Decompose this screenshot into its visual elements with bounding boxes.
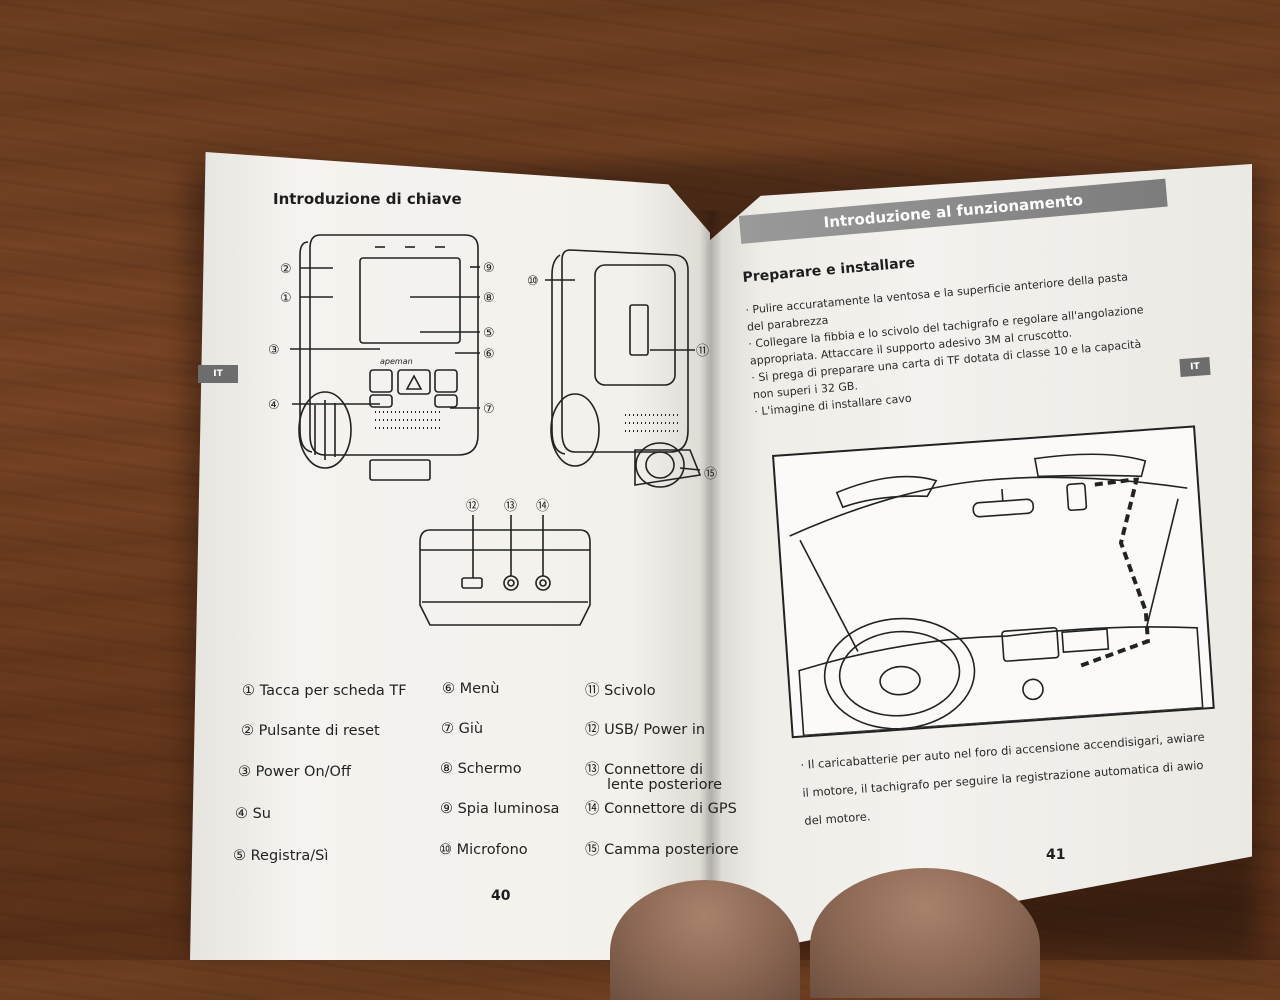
power-button-shape bbox=[369, 369, 393, 393]
rear-mirror bbox=[972, 498, 1035, 518]
dashcam-diagram: ② ① ③ ④ ⑨ ⑧ ⑤ ⑥ ⑦ ⑩ ⑪ ⑮ ⑫ ⑬ ⑭ apeman bbox=[268, 234, 717, 626]
legend-item: ② Pulsante di reset bbox=[241, 723, 380, 739]
callout-1: ① bbox=[280, 291, 292, 306]
windshield-top bbox=[789, 476, 1188, 537]
brand-label: apeman bbox=[380, 357, 413, 366]
legend-item: ⑤ Registra/Sì bbox=[233, 848, 329, 864]
cable-route bbox=[1078, 477, 1151, 668]
bottom-view-body bbox=[419, 529, 591, 626]
callout-5: ⑤ bbox=[483, 326, 495, 341]
callout-15: ⑮ bbox=[704, 467, 717, 482]
legend-item: ⑦ Giù bbox=[441, 721, 484, 737]
callout-10: ⑩ bbox=[527, 274, 539, 289]
legend-item: ⑫ USB/ Power in bbox=[585, 722, 706, 738]
sun-visor-right bbox=[1033, 453, 1147, 478]
callout-14: ⑭ bbox=[536, 499, 549, 514]
adhesive-mount bbox=[594, 264, 676, 386]
radio bbox=[1001, 626, 1060, 662]
callout-13: ⑬ bbox=[504, 499, 517, 514]
callout-6: ⑥ bbox=[483, 347, 495, 362]
left-page-heading: Introduzione di chiave bbox=[273, 190, 462, 208]
callout-7: ⑦ bbox=[483, 402, 495, 417]
left-page-number: 40 bbox=[491, 888, 511, 904]
left-language-tab: IT bbox=[198, 365, 238, 383]
dashcam-on-glass bbox=[1066, 482, 1088, 512]
legend-item: ③ Power On/Off bbox=[238, 764, 351, 780]
front-camera-body bbox=[309, 234, 479, 456]
mount-knob bbox=[298, 391, 352, 469]
record-button-shape bbox=[397, 369, 431, 395]
usb-port-shape bbox=[461, 577, 483, 589]
legend-item: ① Tacca per scheda TF bbox=[242, 683, 407, 699]
callout-12: ⑫ bbox=[466, 499, 479, 514]
rear-camera-body bbox=[561, 249, 689, 453]
callout-3: ③ bbox=[268, 343, 280, 358]
callout-9: ⑨ bbox=[483, 261, 495, 276]
sun-visor-left bbox=[835, 475, 938, 509]
left-page bbox=[190, 152, 710, 960]
callout-4: ④ bbox=[268, 398, 280, 413]
legend-item: lente posteriore bbox=[607, 777, 723, 793]
right-language-tab: IT bbox=[1179, 356, 1211, 378]
legend-item: ⑪ Scivolo bbox=[585, 683, 656, 699]
legend-item: ⑭ Connettore di GPS bbox=[585, 801, 737, 817]
rear-lens bbox=[635, 442, 685, 488]
camera-screen bbox=[359, 257, 461, 344]
callout-2: ② bbox=[280, 262, 292, 277]
book-gutter bbox=[700, 210, 722, 950]
callout-11: ⑪ bbox=[696, 344, 709, 359]
legend-item: ⑥ Menù bbox=[442, 681, 500, 697]
legend-item: ⑩ Microfono bbox=[439, 842, 528, 858]
legend-item: ⑨ Spia luminosa bbox=[440, 801, 560, 817]
legend-item: ④ Su bbox=[235, 806, 272, 822]
legend-item: ⑬ Connettore di bbox=[585, 762, 704, 778]
car-install-illustration bbox=[772, 425, 1215, 739]
legend-item: ⑧ Schermo bbox=[440, 761, 522, 777]
right-page-number: 41 bbox=[1046, 847, 1066, 863]
steering-wheel bbox=[823, 617, 976, 730]
callout-8: ⑧ bbox=[483, 291, 495, 306]
legend-item: ⑮ Camma posteriore bbox=[585, 842, 739, 858]
